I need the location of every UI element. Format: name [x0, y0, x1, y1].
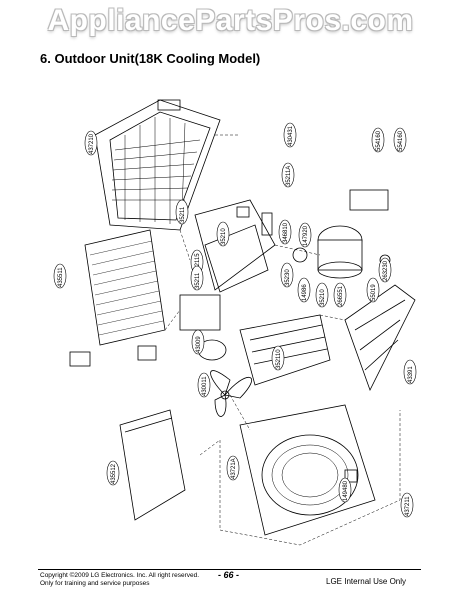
- callout-label: 43391: [403, 359, 417, 385]
- control-box-part: [194, 199, 276, 293]
- callout-label: 35210: [315, 282, 329, 308]
- part-number: 55019: [371, 284, 377, 301]
- callout-label: 43009: [191, 329, 205, 355]
- clip-part-a: [69, 351, 91, 367]
- callout-label: 35230: [280, 262, 294, 288]
- part-number: 435512: [111, 463, 117, 484]
- part-number: 43391: [408, 366, 414, 383]
- callout-label: 266551: [333, 282, 347, 308]
- callout-label: 43721A: [226, 455, 240, 481]
- clip-part-b: [137, 345, 157, 361]
- watermark-text: AppliancePartsPros.com: [47, 4, 414, 37]
- part-number: 352110: [276, 349, 282, 369]
- page-title: 6. Outdoor Unit(18K Cooling Model): [40, 51, 261, 66]
- footer-copyright: Copyright ©2009 LG Electronics. Inc. All…: [40, 572, 199, 588]
- part-number: 437211: [405, 496, 411, 516]
- callout-label: 35211A: [281, 162, 295, 188]
- training-line: Only for training and service purposes: [40, 580, 150, 587]
- callout-label: 352110: [271, 345, 285, 371]
- terminal-block-part: [349, 189, 389, 211]
- bottom-cover-part: [119, 409, 186, 521]
- callout-label: 554160: [393, 127, 407, 153]
- part-number: 554160: [398, 130, 404, 151]
- part-number: 35230: [285, 269, 291, 286]
- internal-use-note: LGE Internal Use Only: [326, 577, 407, 586]
- callout-label: 149480: [338, 477, 352, 503]
- callout-label: 263230: [378, 257, 392, 283]
- front-panel-part: [239, 404, 376, 536]
- part-number: 43721A: [231, 458, 237, 479]
- part-number: 430011: [202, 376, 208, 396]
- callout-label: 435512: [106, 460, 120, 486]
- propeller-fan-part: [210, 370, 252, 417]
- callout-label: 346810: [278, 219, 292, 245]
- callout-label: 554160: [371, 127, 385, 153]
- part-number: 437210: [89, 133, 95, 154]
- callout-label: 35211: [175, 199, 189, 225]
- top-grille-part: [94, 99, 221, 231]
- footer-divider: [38, 569, 421, 570]
- part-number: 35211: [180, 206, 186, 223]
- callout-label: 437210: [84, 130, 98, 156]
- side-panel-part: [344, 284, 416, 392]
- part-number: 35211A: [286, 166, 292, 186]
- callout-label: 430011: [197, 372, 211, 398]
- compressor-part: [292, 225, 391, 279]
- callout-label: 14986: [297, 277, 311, 303]
- page-number: - 66 -: [218, 570, 240, 580]
- part-number: 149480: [343, 480, 349, 501]
- part-number: 352115: [195, 253, 201, 273]
- part-number: 435511: [58, 267, 64, 287]
- callout-label: 430431: [283, 122, 297, 148]
- callout-label: 437211: [400, 492, 414, 518]
- part-number: 263230: [383, 260, 389, 281]
- condenser-coil-part: [84, 229, 166, 346]
- part-number: 35210: [221, 228, 227, 245]
- callout-label: 55019: [366, 277, 380, 303]
- part-number: 346810: [283, 222, 289, 243]
- callout-label: 147920: [298, 222, 312, 248]
- part-number: 266551: [338, 285, 344, 306]
- part-number: 14986: [302, 284, 308, 301]
- callout-label: 435511: [53, 263, 67, 289]
- base-pan-part: [239, 314, 331, 386]
- part-number: 43009: [196, 336, 202, 353]
- fan-motor-part: [179, 294, 227, 361]
- part-number: 35211: [195, 272, 201, 289]
- part-number: 35210: [320, 289, 326, 306]
- copyright-line: Copyright ©2009 LG Electronics. Inc. All…: [40, 572, 200, 579]
- callout-label: 35211: [190, 265, 204, 291]
- callout-label: 35210: [216, 221, 230, 247]
- part-number: 147920: [303, 225, 309, 246]
- part-number: 430431: [288, 125, 294, 146]
- part-number: 554160: [376, 130, 382, 151]
